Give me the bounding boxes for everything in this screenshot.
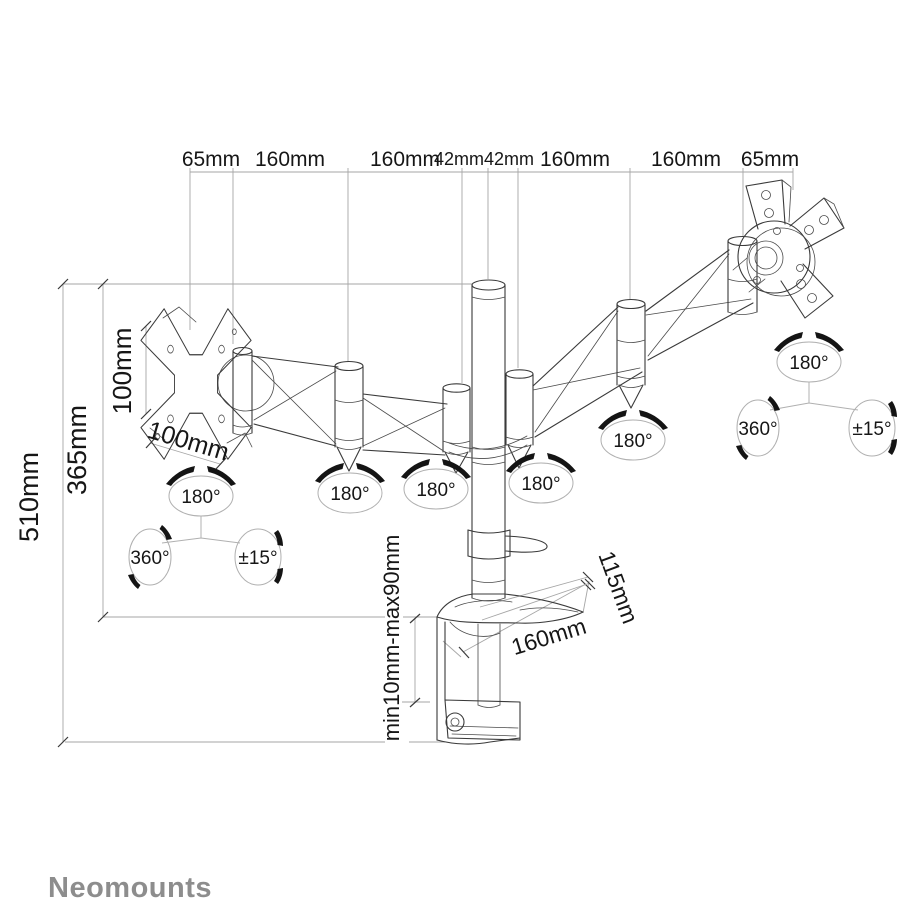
badge-fork-left — [161, 516, 241, 544]
badge-fork-right — [769, 382, 859, 411]
dim-top-3: 160mm — [370, 148, 440, 171]
pole — [471, 279, 506, 602]
rotation-badges — [127, 331, 898, 590]
adjustment-ring — [467, 529, 548, 560]
dim-top-2: 160mm — [255, 148, 325, 171]
vesa-plate-left — [140, 306, 275, 460]
arm-left-inner — [362, 393, 448, 456]
labels: 65mm 160mm 160mm 42mm 42mm 160mm 160mm 6… — [14, 148, 892, 904]
arm-right-inner — [532, 306, 643, 438]
rotate-label-left: 360° — [130, 548, 169, 569]
pivot-bracket-line-2 — [448, 444, 528, 459]
dim-vesa-width: 100mm — [144, 416, 232, 467]
mount-figure — [140, 179, 845, 745]
dim-height-pole: 365mm — [62, 405, 92, 495]
rotate-label-right: 360° — [738, 419, 777, 440]
swivel-label-1: 180° — [181, 487, 220, 508]
arm-right-outer — [645, 249, 754, 361]
dim-top-6: 160mm — [540, 148, 610, 171]
dim-clamp-depth: 115mm — [593, 548, 643, 627]
dim-top-5: 42mm — [484, 149, 534, 169]
swivel-label-5: 180° — [613, 431, 652, 452]
elbow-joint-left — [334, 360, 364, 472]
pole-pivot-left — [442, 383, 471, 474]
dim-height-total: 510mm — [14, 452, 44, 542]
dim-top-4: 42mm — [434, 149, 484, 169]
swivel-label-2: 180° — [330, 484, 369, 505]
elbow-joint-right — [616, 298, 646, 409]
swivel-label-4: 180° — [521, 474, 560, 495]
pivot-bracket-line — [448, 435, 528, 450]
swivel-label-6: 180° — [789, 353, 828, 374]
dim-vesa-height: 100mm — [107, 328, 137, 415]
swivel-label-3: 180° — [416, 480, 455, 501]
brand-logo: Neomounts — [48, 872, 212, 904]
arm-left-outer — [251, 355, 339, 447]
tilt-label-right: ±15° — [852, 419, 891, 440]
tilt-label-left: ±15° — [238, 548, 277, 569]
dim-top-8: 65mm — [741, 148, 799, 171]
dim-desk-thickness: min10mm-max90mm — [379, 535, 404, 742]
dim-top-1: 65mm — [182, 148, 240, 171]
vesa-plate-right — [732, 179, 845, 319]
desk-clamp — [436, 593, 584, 745]
dimension-lines — [57, 168, 794, 748]
dim-top-7: 160mm — [651, 148, 721, 171]
